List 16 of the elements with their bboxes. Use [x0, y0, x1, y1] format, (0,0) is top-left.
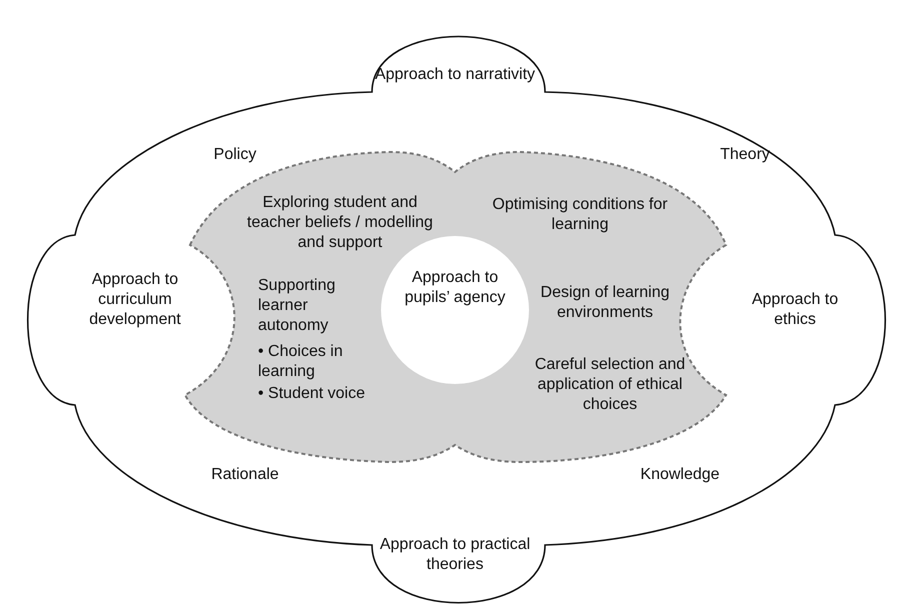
node-label: Policy [212, 145, 258, 165]
node-label: • Student voice [258, 384, 366, 404]
node-label: Supporting learner autonomy [258, 276, 336, 336]
node-label: Approach to pupils’ agency [404, 268, 506, 308]
node-label: Rationale [210, 465, 280, 485]
node-label: Exploring student and teacher beliefs / modelling and support [246, 193, 434, 253]
node-label: Knowledge [639, 465, 721, 485]
node-label: Approach to curriculum development [88, 270, 182, 330]
node-label: Approach to narrativity [374, 65, 536, 85]
node-label: • Choices in learning [258, 342, 344, 382]
node-label: Optimising conditions for learning [491, 195, 669, 235]
node-label: Careful selection and application of ethical choices [534, 355, 686, 415]
node-label: Design of learning environments [540, 283, 670, 323]
node-label: Approach to ethics [750, 290, 840, 330]
node-label: Approach to practical theories [378, 535, 532, 575]
node-label: Theory [719, 145, 771, 165]
